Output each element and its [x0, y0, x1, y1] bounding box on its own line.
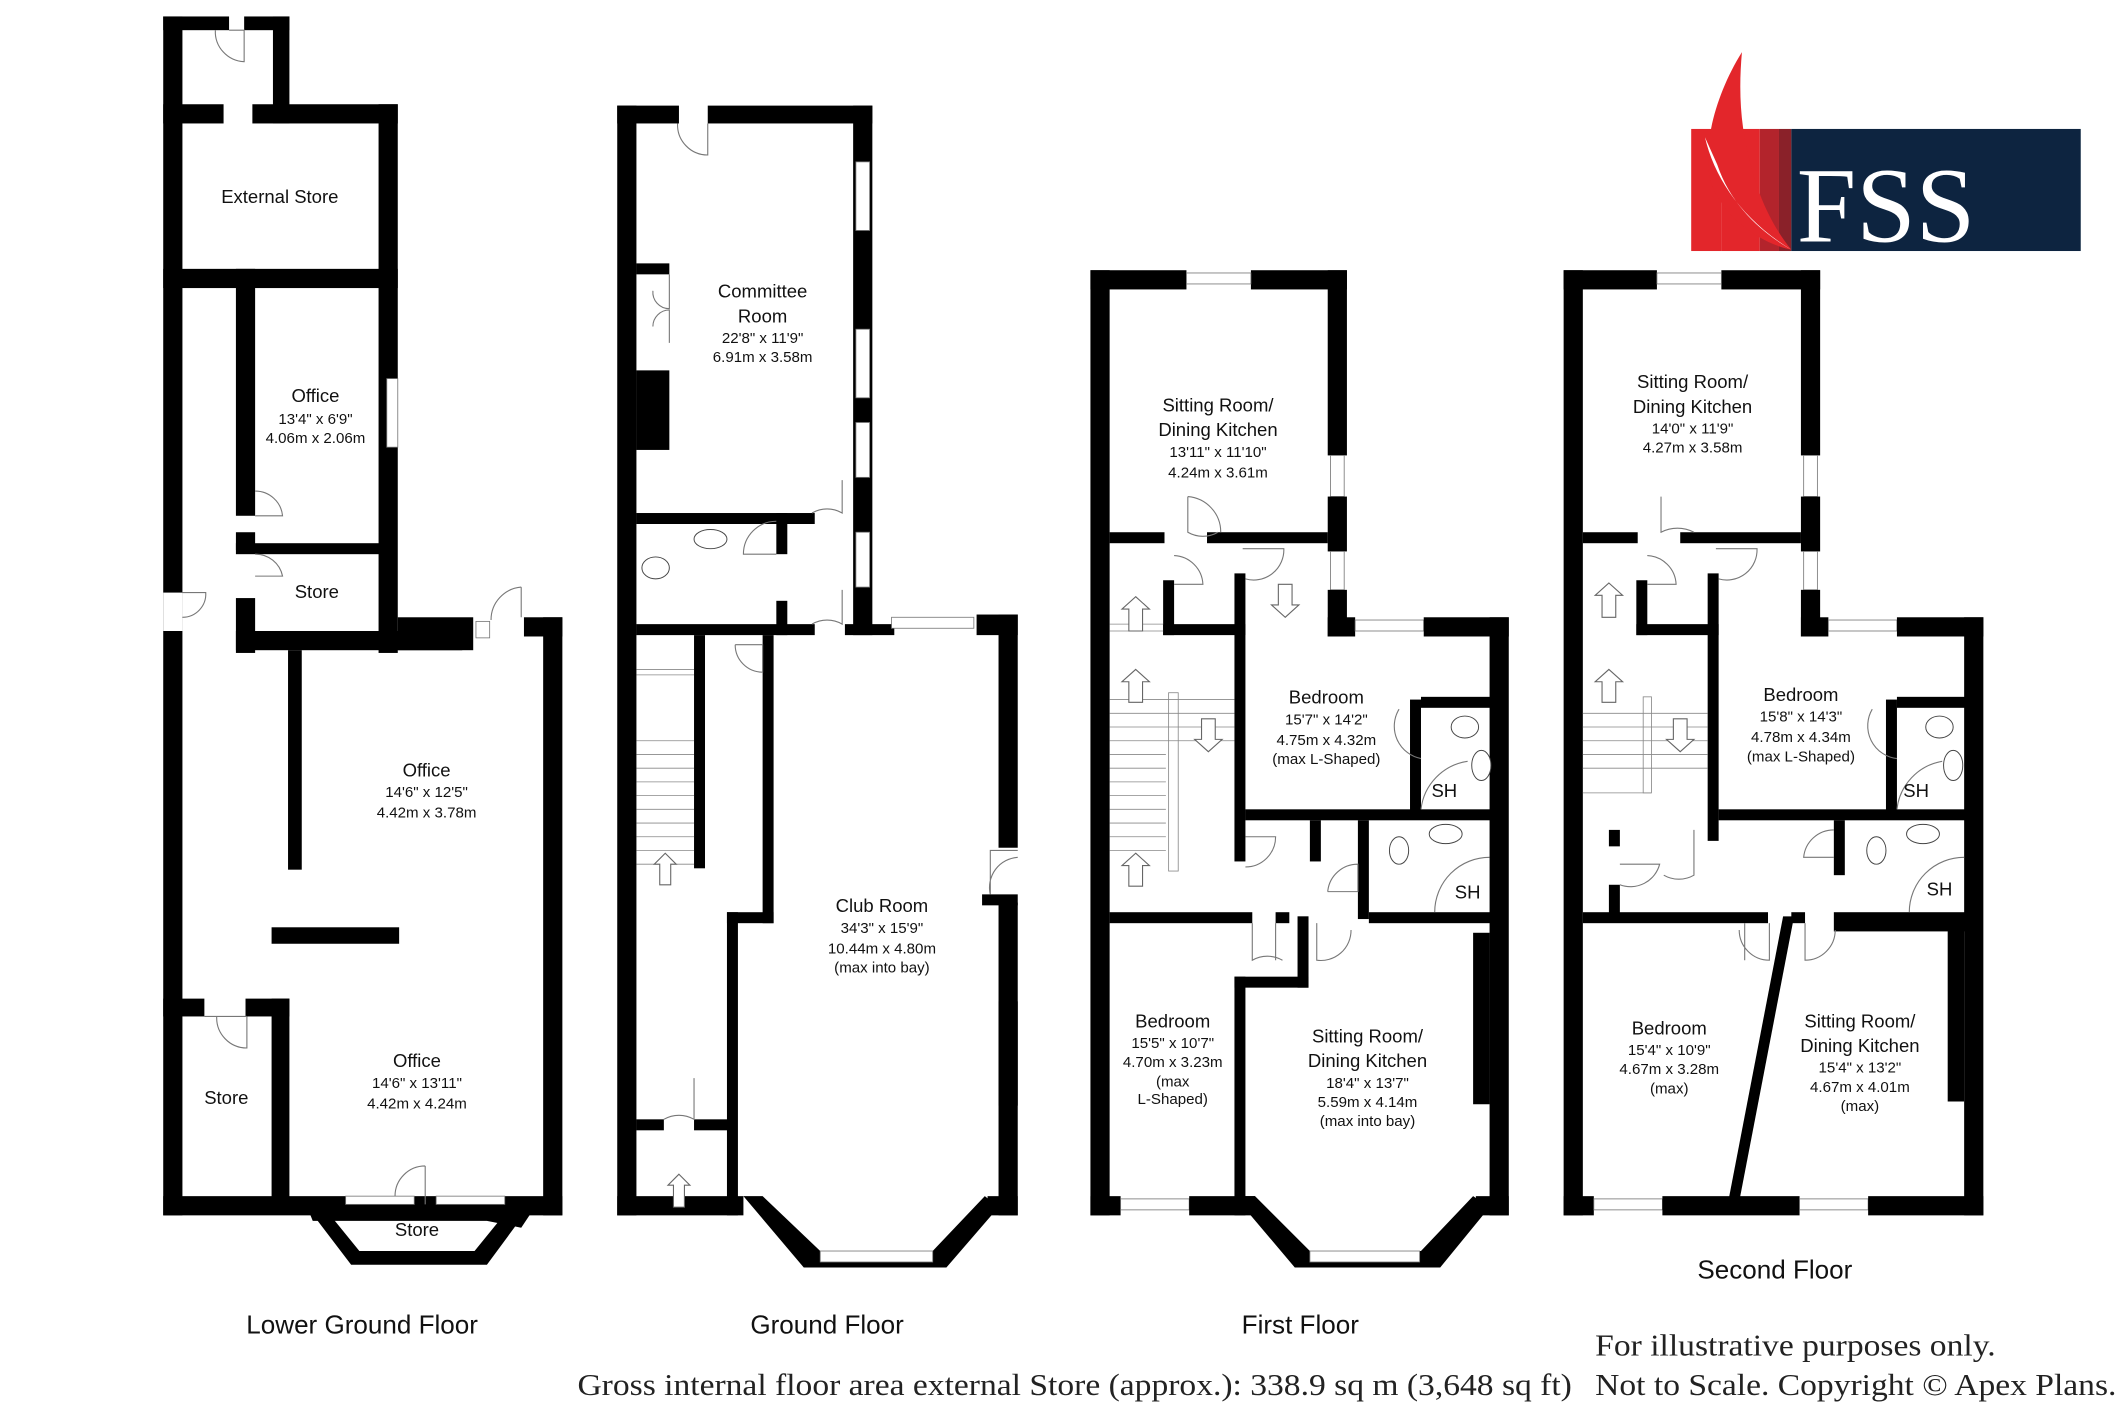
- fss-logo: FSS: [1691, 52, 2081, 265]
- room-name: Room: [738, 305, 787, 326]
- room-dim-metric: 5.59m x 4.14m: [1318, 1094, 1418, 1111]
- toilet-icon: [1866, 836, 1887, 865]
- staircase: [1582, 696, 1708, 794]
- room-label-shower: SH: [1903, 780, 1929, 801]
- lower-ground-floor: External Store Office 13'4" x 6'9" 4.06m…: [163, 16, 563, 1339]
- up-arrow-icon: [666, 1173, 692, 1208]
- room-dim-imperial: 13'11" x 11'10": [1169, 444, 1266, 461]
- room-dim-metric: 4.70m x 3.23m: [1123, 1054, 1223, 1071]
- room-name: Store: [295, 581, 339, 602]
- room-dim-imperial: 13'4" x 6'9": [278, 411, 352, 428]
- staircase: [1109, 623, 1235, 872]
- staircase: [636, 668, 695, 865]
- room-name: Bedroom: [1289, 687, 1364, 708]
- room-label-shower: SH: [1455, 881, 1481, 902]
- room-note: (max into bay): [1320, 1113, 1416, 1130]
- room-name: Dining Kitchen: [1308, 1050, 1427, 1071]
- room-dim-metric: 10.44m x 4.80m: [828, 940, 936, 957]
- sink-icon: [1906, 823, 1940, 845]
- sink-icon: [1471, 749, 1492, 781]
- up-arrow-icon: [1593, 582, 1625, 618]
- room-note: (max L-Shaped): [1272, 751, 1380, 768]
- down-arrow-icon: [1193, 718, 1224, 753]
- room-name: Sitting Room/: [1637, 371, 1749, 392]
- room-dim-imperial: 15'5" x 10'7": [1131, 1035, 1214, 1052]
- sink-icon: [1428, 823, 1463, 845]
- room-dim-metric: 4.24m x 3.61m: [1168, 464, 1268, 481]
- room-name: Dining Kitchen: [1158, 419, 1277, 440]
- room-dim-imperial: 15'4" x 13'2": [1819, 1060, 1902, 1077]
- room-dim-imperial: 14'6" x 12'5": [385, 784, 468, 801]
- first-floor: Sitting Room/ Dining Kitchen 13'11" x 11…: [1090, 270, 1509, 1339]
- ground-floor: Committee Room 22'8" x 11'9" 6.91m x 3.5…: [617, 105, 1018, 1339]
- room-name: Sitting Room/: [1312, 1026, 1424, 1047]
- room-dim-metric: 4.06m x 2.06m: [266, 430, 366, 447]
- room-dim-metric: 4.67m x 4.01m: [1810, 1079, 1910, 1096]
- room-name: Club Room: [836, 895, 929, 916]
- room-dim-imperial: 14'6" x 13'11": [372, 1075, 462, 1092]
- room-name: Bedroom: [1135, 1010, 1210, 1031]
- room-dim-metric: 4.42m x 3.78m: [377, 805, 477, 822]
- up-arrow-icon: [1120, 595, 1151, 632]
- feather-icon: [1707, 52, 1792, 250]
- sink-icon: [693, 529, 728, 550]
- up-arrow-icon: [1120, 668, 1151, 703]
- room-note: L-Shaped): [1138, 1091, 1208, 1108]
- room-name: Sitting Room/: [1804, 1010, 1916, 1031]
- room-name: Bedroom: [1632, 1017, 1707, 1038]
- floor-label: Ground Floor: [750, 1309, 904, 1339]
- room-dim-metric: 4.78m x 4.34m: [1751, 729, 1851, 746]
- disclaimer-line-2: Not to Scale. Copyright © Apex Plans.: [1595, 1368, 2116, 1402]
- room-name: Office: [403, 759, 451, 780]
- room-dim-metric: 4.67m x 3.28m: [1619, 1061, 1719, 1078]
- up-arrow-icon: [1120, 852, 1151, 887]
- room-name: Store: [204, 1087, 248, 1108]
- room-name: Store: [395, 1219, 439, 1240]
- room-note: (max L-Shaped): [1747, 748, 1855, 765]
- room-name: Office: [291, 385, 339, 406]
- disclaimer-line-1: For illustrative purposes only.: [1595, 1328, 1996, 1362]
- room-note: (max): [1841, 1098, 1880, 1115]
- room-note: (max: [1156, 1073, 1190, 1090]
- room-dim-imperial: 34'3" x 15'9": [841, 920, 924, 937]
- room-dim-imperial: 22'8" x 11'9": [722, 330, 804, 347]
- room-dim-metric: 4.27m x 3.58m: [1643, 440, 1743, 457]
- room-name: Office: [393, 1050, 441, 1071]
- room-dim-imperial: 15'7" x 14'2": [1285, 711, 1368, 728]
- room-note: (max into bay): [834, 960, 930, 977]
- room-label-shower: SH: [1431, 780, 1457, 801]
- toilet-icon: [1925, 715, 1954, 739]
- room-dim-imperial: 15'8" x 14'3": [1760, 709, 1843, 726]
- down-arrow-icon: [1270, 583, 1301, 619]
- room-note: (max): [1650, 1080, 1689, 1097]
- room-name: Committee: [718, 281, 807, 302]
- room-label-shower: SH: [1927, 879, 1953, 900]
- room-name: Dining Kitchen: [1633, 396, 1752, 417]
- floor-label: Lower Ground Floor: [246, 1309, 478, 1339]
- room-name: External Store: [221, 186, 338, 207]
- room-name: Sitting Room/: [1162, 395, 1274, 416]
- up-arrow-icon: [1593, 668, 1625, 703]
- second-floor: Sitting Room/ Dining Kitchen 14'0" x 11'…: [1563, 270, 1984, 1284]
- room-name: Bedroom: [1763, 684, 1838, 705]
- toilet-icon: [1450, 715, 1480, 739]
- room-dim-imperial: 15'4" x 10'9": [1628, 1042, 1711, 1059]
- logo-text: FSS: [1797, 147, 1975, 265]
- room-dim-metric: 6.91m x 3.58m: [713, 349, 813, 366]
- gross-area-note: Gross internal floor area external Store…: [577, 1368, 1571, 1402]
- room-dim-imperial: 14'0" x 11'9": [1652, 420, 1734, 437]
- toilet-icon: [641, 556, 670, 580]
- up-arrow-icon: [652, 852, 678, 886]
- sink-icon: [1943, 749, 1964, 781]
- room-dim-metric: 4.75m x 4.32m: [1276, 732, 1376, 749]
- toilet-icon: [1388, 836, 1410, 865]
- floor-label: First Floor: [1242, 1309, 1360, 1339]
- room-name: Dining Kitchen: [1800, 1035, 1919, 1056]
- room-dim-metric: 4.42m x 4.24m: [367, 1095, 467, 1112]
- floor-label: Second Floor: [1697, 1254, 1852, 1284]
- room-dim-imperial: 18'4" x 13'7": [1326, 1075, 1409, 1092]
- down-arrow-icon: [1665, 718, 1696, 753]
